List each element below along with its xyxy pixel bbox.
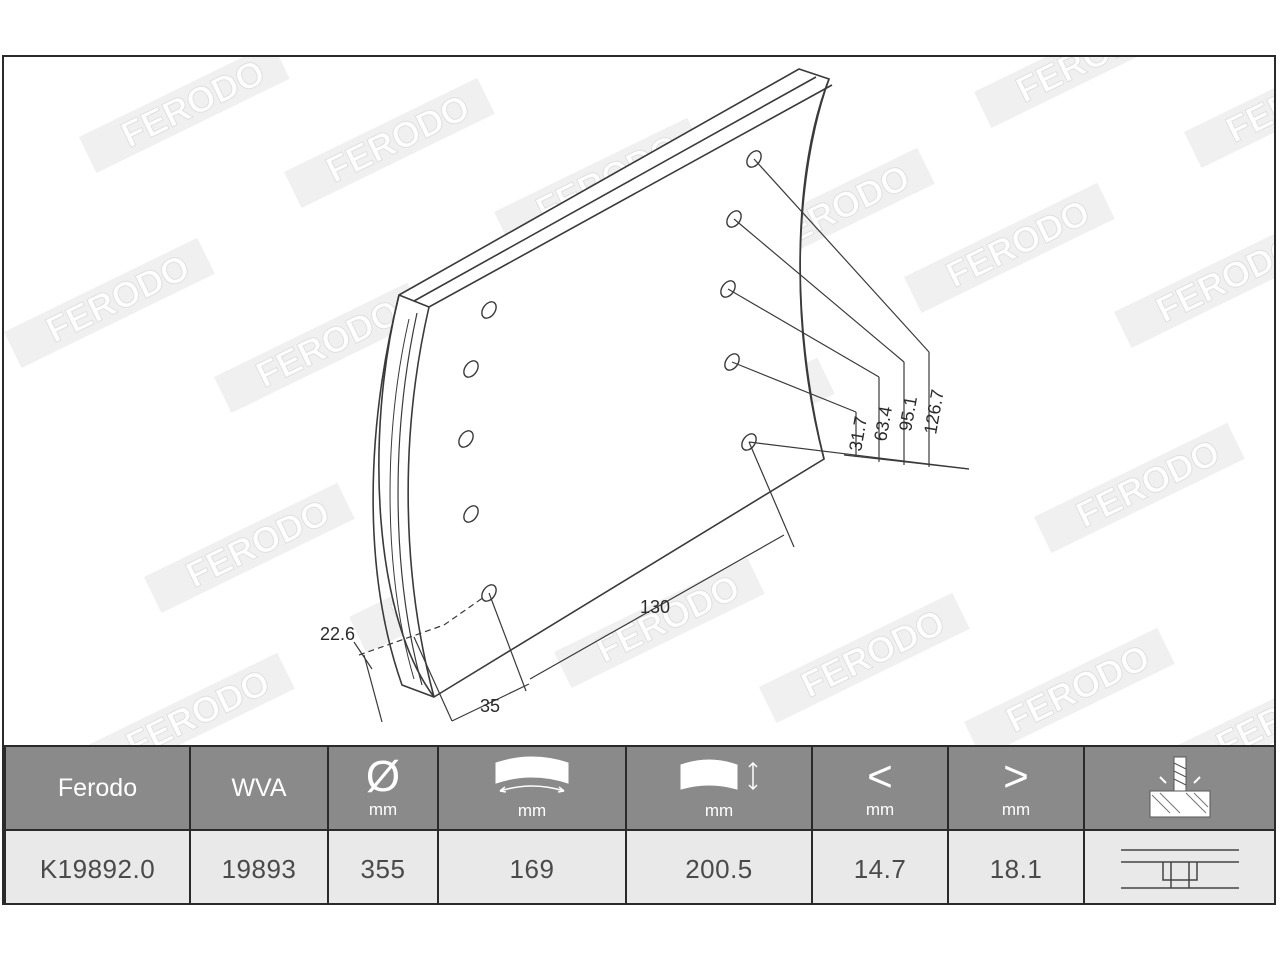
less-than-icon: < xyxy=(867,752,893,801)
rivet-drill-icon xyxy=(1149,756,1210,818)
watermark-text: FERODO xyxy=(120,661,276,745)
watermark-text: FERODO xyxy=(1070,431,1226,535)
header-wva: WVA xyxy=(189,745,329,831)
brake-lining-drawing: FERODO FERODO FERODO FERODO FERODO FEROD… xyxy=(4,57,1274,745)
width-unit: mm xyxy=(517,801,547,820)
watermark-text: FERODO xyxy=(1210,661,1274,745)
value-rivet xyxy=(1083,829,1274,903)
diameter-unit: mm xyxy=(368,800,398,819)
value-max-thickness: 18.1 xyxy=(947,829,1085,903)
min-thickness-unit: mm xyxy=(865,800,895,819)
header-width: mm xyxy=(437,745,627,831)
watermark-text: FERODO xyxy=(40,246,196,350)
value-width: 169 xyxy=(437,829,627,903)
dim-label-130: 130 xyxy=(640,597,670,617)
greater-than-icon: > xyxy=(1003,752,1029,801)
value-length: 200.5 xyxy=(625,829,813,903)
watermark-text: FERODO xyxy=(320,86,476,190)
dim-label-22-6: 22.6 xyxy=(320,624,355,644)
header-diameter: Ø mm xyxy=(327,745,439,831)
lining-width-icon xyxy=(495,756,569,793)
value-brand: K19892.0 xyxy=(4,829,191,903)
header-brand: Ferodo xyxy=(4,745,191,831)
value-wva: 19893 xyxy=(189,829,329,903)
dimension-lines xyxy=(353,158,970,723)
header-max-thickness: > mm xyxy=(947,745,1085,831)
lining-body xyxy=(372,68,833,699)
dim-label-35: 35 xyxy=(480,696,500,716)
lining-length-icon xyxy=(680,759,758,791)
max-thickness-unit: mm xyxy=(1001,800,1031,819)
spec-value-row: K19892.0 19893 355 169 200.5 14.7 18.1 xyxy=(4,829,1274,903)
dim-label-31-7: 31.7 xyxy=(845,415,871,453)
spec-table: Ferodo WVA Ø mm mm mm xyxy=(4,745,1274,903)
drawing-frame: FERODO FERODO FERODO FERODO FERODO FEROD… xyxy=(2,55,1276,905)
diameter-symbol: Ø xyxy=(365,752,401,801)
header-min-thickness: < mm xyxy=(811,745,949,831)
dim-label-126-7: 126.7 xyxy=(920,388,948,436)
watermark-text: FERODO xyxy=(1000,636,1156,740)
dimension-labels: 22.6 35 130 31.7 63.4 95.1 126.7 xyxy=(320,388,948,716)
watermark-text: FERODO xyxy=(115,57,271,155)
watermark-text: FERODO xyxy=(1150,226,1274,330)
watermark-text: FERODO xyxy=(940,191,1096,295)
header-rivet xyxy=(1083,745,1274,831)
watermark-text: FERODO xyxy=(1010,57,1166,110)
watermark-text: FERODO xyxy=(180,491,336,595)
rivet-profile-icon xyxy=(1120,849,1239,889)
dim-label-63-4: 63.4 xyxy=(870,405,896,443)
header-length: mm xyxy=(625,745,813,831)
length-unit: mm xyxy=(704,801,734,820)
value-diameter: 355 xyxy=(327,829,439,903)
dim-label-95-1: 95.1 xyxy=(895,395,921,433)
watermark-text: FERODO xyxy=(795,601,951,705)
spec-header-row: Ferodo WVA Ø mm mm mm xyxy=(4,745,1274,831)
value-min-thickness: 14.7 xyxy=(811,829,949,903)
